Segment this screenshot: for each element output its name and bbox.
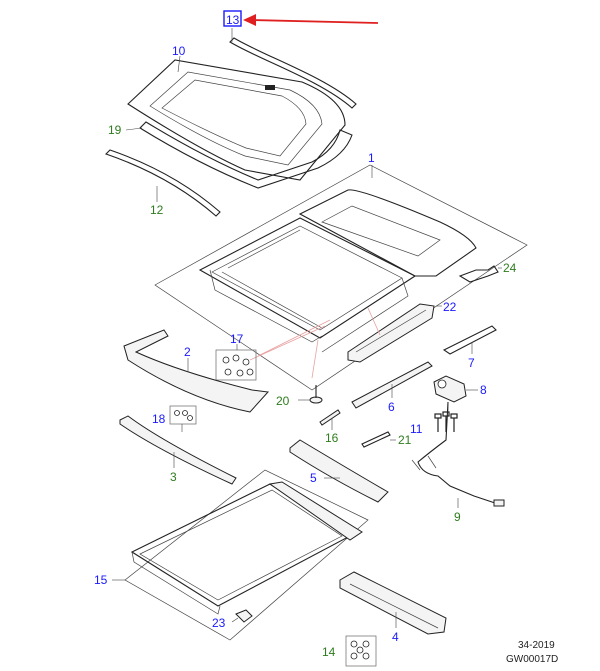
red-arrow (243, 14, 379, 26)
reference-line-1: 34-2019 (518, 640, 555, 651)
callout-11[interactable]: 11 (410, 422, 423, 436)
callout-8[interactable]: 8 (480, 383, 487, 397)
part-12-rear-seal (104, 149, 221, 217)
callout-18[interactable]: 18 (152, 412, 166, 426)
callout-16[interactable]: 16 (325, 431, 339, 445)
part-5-cross-member (289, 439, 389, 503)
callout-13[interactable]: 13 (226, 13, 240, 27)
callout-14[interactable]: 14 (322, 645, 336, 659)
callout-7[interactable]: 7 (468, 356, 475, 370)
part-9-wiring-harness (411, 401, 505, 507)
callout-23[interactable]: 23 (212, 616, 226, 630)
part-3-rear-channel (119, 415, 237, 485)
part-11-bolts (434, 411, 458, 432)
part-17-bolts (222, 354, 254, 377)
callout-19[interactable]: 19 (108, 123, 122, 137)
part-15-roller-blind (124, 469, 369, 641)
part-8-motor (433, 375, 467, 403)
part-16-clip (319, 409, 341, 426)
callout-22[interactable]: 22 (443, 300, 457, 314)
part-18-screw-set-box (169, 405, 197, 425)
callout-4[interactable]: 4 (392, 630, 399, 644)
part-4-blind-rail (339, 571, 447, 635)
callout-6[interactable]: 6 (388, 400, 395, 414)
part-14-bolt-set-box (345, 635, 377, 667)
part-7-drain-strip (442, 325, 497, 355)
part-2-front-beam (123, 329, 270, 413)
part-18-screws (174, 410, 193, 421)
callout-9[interactable]: 9 (454, 510, 461, 524)
callout-17[interactable]: 17 (230, 332, 244, 346)
callout-5[interactable]: 5 (310, 471, 317, 485)
callout-13-highlight-box (223, 10, 242, 27)
callout-1[interactable]: 1 (368, 151, 375, 165)
callout-3[interactable]: 3 (170, 470, 177, 484)
part-14-bolts (350, 640, 370, 660)
callout-20[interactable]: 20 (276, 394, 290, 408)
part-1-frame-assembly (154, 164, 528, 391)
part-20-grommet (309, 385, 323, 404)
callout-15[interactable]: 15 (94, 573, 108, 587)
part-24-clip (458, 265, 499, 283)
hidden-part-leaders (249, 307, 381, 379)
callout-2[interactable]: 2 (184, 345, 191, 359)
part-21-strip (361, 431, 391, 448)
reference-line-2: GW00017D (506, 654, 558, 665)
part-19-glass-seal (139, 121, 353, 189)
part-13-seal-strip (229, 37, 357, 109)
callout-24[interactable]: 24 (503, 261, 517, 275)
part-23-clip (235, 609, 253, 623)
callout-21[interactable]: 21 (398, 433, 412, 447)
callout-12[interactable]: 12 (150, 203, 164, 217)
part-17-bolt-set-box (215, 349, 257, 381)
callout-10[interactable]: 10 (172, 44, 186, 58)
